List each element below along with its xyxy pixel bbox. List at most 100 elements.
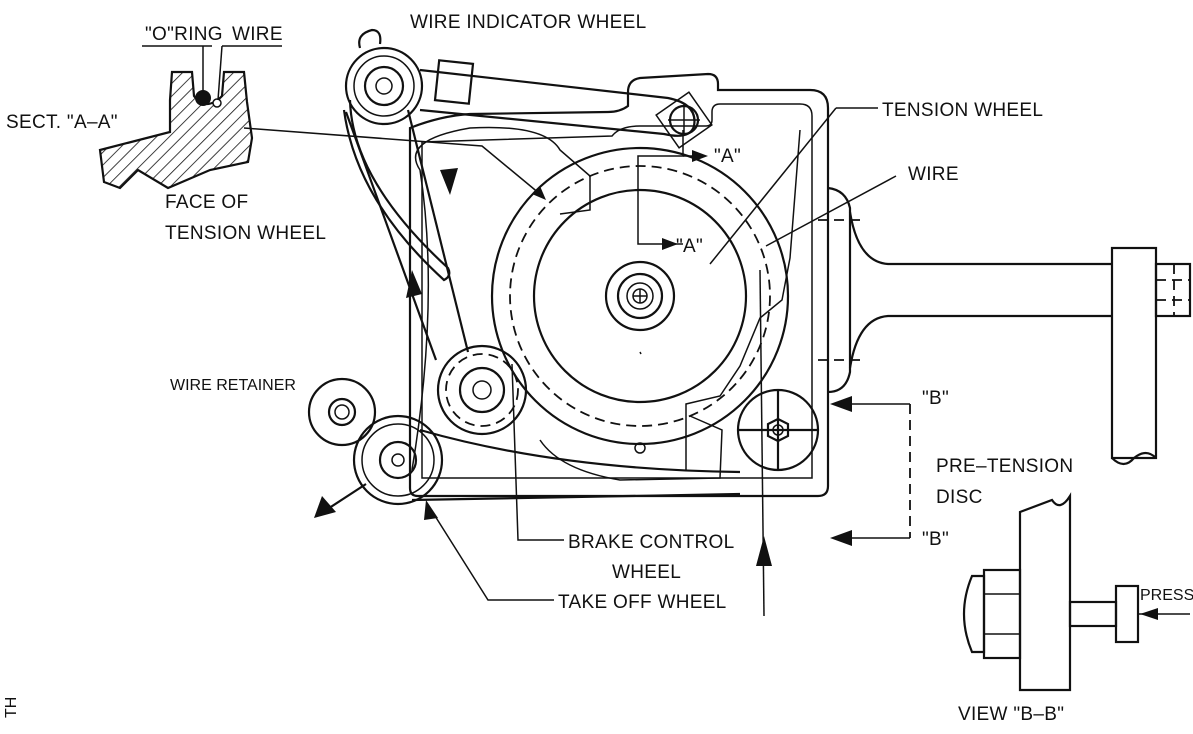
wire-label: WIRE — [908, 164, 959, 185]
view-bb-detail: PRESS VIEW "B–B" — [958, 492, 1193, 725]
arm-flange — [827, 186, 852, 394]
indicator-lever — [419, 68, 696, 137]
disc-nut-hole — [772, 424, 784, 436]
takeoff-wheel-outer — [352, 414, 444, 506]
a-lower-arrowhead — [662, 238, 678, 250]
wire-segment-4 — [411, 492, 741, 502]
tension-wheel-bore — [626, 282, 654, 310]
tension-wheel-boss-inner — [616, 272, 664, 320]
indicator-clip — [358, 28, 382, 49]
wire-arrow-up — [406, 270, 422, 298]
brake-wheel-groove — [445, 353, 519, 427]
section-aa-detail: "O"RING WIRE SECT. "A–A" FACE OF TENSION… — [6, 24, 546, 244]
wire-arrow-down — [440, 168, 458, 195]
lever-pivot-block — [655, 91, 713, 149]
retainer-hub — [327, 397, 357, 427]
bb-shaft — [1068, 600, 1118, 628]
section-aa-cut-line — [637, 130, 684, 245]
takeoff-wheel-hub — [378, 440, 418, 480]
take-off-leader-arrowhead — [424, 500, 438, 520]
view-bb-label: VIEW "B–B" — [958, 704, 1064, 725]
lever-clamp — [433, 59, 475, 105]
wire-segment-3 — [419, 428, 741, 474]
a-lower-label: "A" — [676, 236, 703, 257]
housing-center-mark — [639, 351, 642, 355]
wire-retainer-label: WIRE RETAINER — [170, 377, 296, 394]
b-lower-arrowhead — [830, 530, 852, 546]
face-of-label-line1: FACE OF — [165, 192, 248, 213]
wire-leader — [765, 175, 897, 247]
wire-top-label: WIRE — [232, 24, 283, 45]
wire-leader-drop — [217, 45, 223, 101]
disc-hex-nut — [766, 417, 790, 443]
tension-wheel-boss — [604, 260, 676, 332]
brake-control-label-line2: WHEEL — [612, 562, 681, 583]
indicator-wheel-hub — [363, 65, 405, 107]
wire-segment-2 — [344, 111, 438, 361]
take-off-leader — [429, 507, 554, 601]
tension-wheel-outer — [490, 146, 790, 446]
wire-indicator-wheel-label: WIRE INDICATOR WHEEL — [410, 12, 646, 33]
b-upper-label: "B" — [922, 388, 949, 409]
housing-outline — [408, 72, 830, 498]
indicator-wheel-bore — [375, 77, 393, 95]
brake-control-leader — [511, 363, 564, 541]
face-of-tension-wheel-leader — [243, 127, 541, 195]
wire-out-arrowhead — [314, 496, 336, 518]
housing — [408, 72, 830, 498]
housing-lower-pocket — [539, 415, 723, 481]
brake-wheel-outer — [436, 344, 528, 436]
tension-wheel-hub — [532, 188, 748, 404]
retainer-bore — [334, 404, 350, 420]
housing-left-pocket — [411, 126, 591, 471]
bb-plate — [1018, 492, 1072, 692]
callouts: WIRE INDICATOR WHEEL TENSION WHEEL WIRE … — [170, 12, 1073, 617]
arm-body — [848, 211, 1112, 369]
mounting-arm — [818, 186, 1192, 466]
tension-wheel-leader — [709, 107, 837, 265]
arm-post-break — [1111, 451, 1157, 466]
arm-post — [1110, 246, 1158, 460]
take-off-wheel — [352, 414, 444, 506]
press-label: PRESS — [1140, 587, 1193, 604]
a-upper-label: "A" — [714, 146, 741, 167]
face-of-label-line2: TENSION WHEEL — [165, 223, 326, 244]
bb-knob — [1114, 584, 1140, 644]
pre-tension-label-line2: DISC — [936, 487, 983, 508]
corner-mark: TH — [3, 697, 20, 718]
pre-tension-disc — [736, 388, 820, 472]
o-ring-label: "O"RING — [145, 24, 223, 45]
bb-nut — [982, 568, 1022, 660]
arm-end — [1154, 262, 1192, 318]
o-ring-dot — [195, 90, 211, 106]
take-off-label: TAKE OFF WHEEL — [558, 592, 727, 613]
takeoff-wheel-rim — [361, 423, 435, 497]
b-upper-arrowhead — [830, 396, 852, 412]
b-lower-label: "B" — [922, 529, 949, 550]
wire-segment-1 — [406, 109, 470, 353]
indicator-wheel-rim — [353, 55, 415, 117]
brake-wheel-hub — [458, 366, 506, 414]
brake-control-wheel — [436, 344, 528, 436]
section-aa-hatched-profile — [98, 70, 254, 190]
retainer-outer — [307, 377, 377, 447]
wire-retainer — [307, 377, 377, 447]
indicator-wheel-outer — [344, 46, 424, 126]
bb-disc-cap — [962, 574, 986, 654]
tension-wheel — [490, 130, 790, 446]
pre-tension-label-line1: PRE–TENSION — [936, 456, 1073, 477]
tension-wheel-groove — [509, 165, 771, 427]
brake-wheel-bore — [472, 380, 492, 400]
press-arrowhead — [1140, 608, 1158, 620]
wire-indicator-wheel — [342, 28, 713, 282]
wire-path — [314, 109, 741, 518]
tension-wheel-label: TENSION WHEEL — [882, 100, 1043, 121]
a-upper-arrowhead — [692, 150, 708, 162]
housing-right-pocket — [685, 129, 801, 470]
brake-control-label-line1: BRAKE CONTROL — [568, 532, 735, 553]
wire-dot — [212, 98, 222, 108]
takeoff-wheel-bore — [391, 453, 405, 467]
housing-inner-outline — [421, 103, 813, 479]
